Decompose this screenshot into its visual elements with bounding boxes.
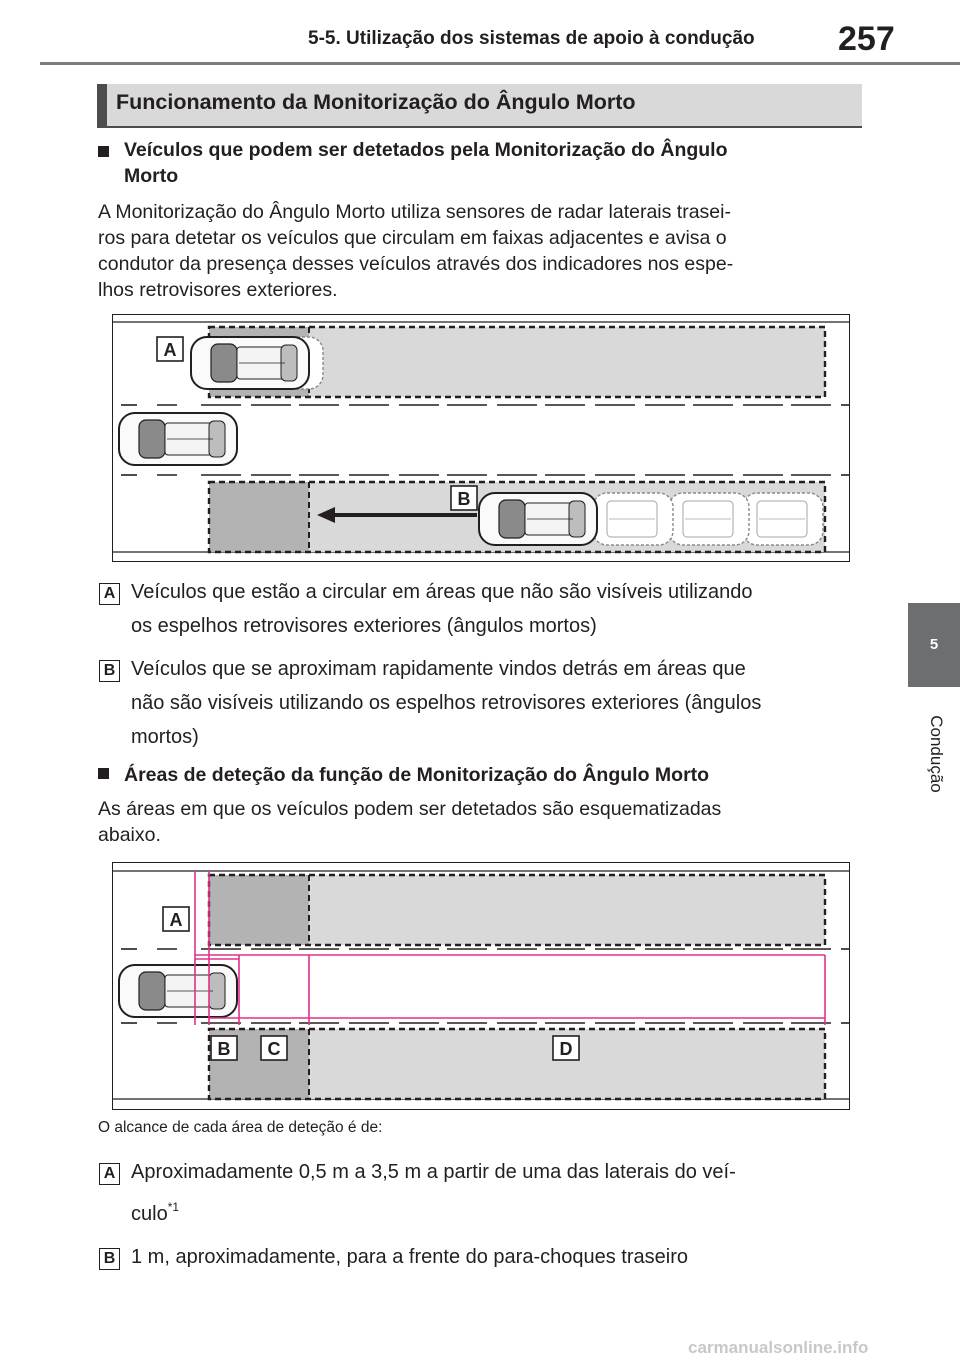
subheading-vehicles-detected: Veículos que podem ser detetados pela Mo…	[124, 139, 728, 187]
legend-badge-b: B	[99, 660, 120, 682]
bullet-square-icon	[98, 768, 109, 779]
page-number: 257	[838, 20, 895, 58]
legend1-item-b: Veículos que se aproximam rapidamente vi…	[131, 658, 762, 748]
bullet-square-icon	[98, 146, 109, 157]
figure2-label-b: B	[218, 1039, 231, 1059]
figure1-diagram: A B	[113, 321, 849, 554]
footer-watermark: carmanualsonline.info	[688, 1338, 869, 1357]
paragraph-intro: A Monitorização do Ângulo Morto utiliza …	[98, 201, 734, 301]
header-section-title: 5-5. Utilização dos sistemas de apoio à …	[308, 28, 755, 49]
ghost-car-icon	[592, 492, 674, 546]
legend-badge-a: A	[99, 1163, 120, 1185]
figure2-label-c: C	[268, 1039, 281, 1059]
legend-badge-a: A	[99, 583, 120, 605]
subheading-detection-areas: Áreas de deteção da função de Monitoriza…	[124, 764, 710, 786]
legend-badge-b: B	[99, 1248, 120, 1270]
chapter-label: Condução	[927, 715, 946, 793]
section-heading-bar	[97, 84, 862, 128]
figure2-diagram: A B C D	[113, 870, 849, 1101]
figure1-label-a: A	[164, 340, 177, 360]
section-heading: Funcionamento da Monitorização do Ângulo…	[116, 90, 636, 114]
legend2-item-b: 1 m, aproximadamente, para a frente do p…	[131, 1246, 688, 1268]
approaching-car-icon	[478, 492, 598, 546]
legend1-item-a: Veículos que estão a circular em áreas q…	[131, 581, 753, 637]
own-car-icon	[118, 964, 238, 1018]
footnote-marker: *1	[167, 1200, 180, 1214]
figure2-label-a: A	[170, 910, 183, 930]
figure2-label-d: D	[560, 1039, 573, 1059]
range-intro: O alcance de cada área de deteção é de:	[98, 1119, 383, 1136]
ghost-car-icon	[742, 492, 824, 546]
legend2-item-a: Aproximadamente 0,5 m a 3,5 m a partir d…	[131, 1161, 736, 1225]
figure-vehicles-detected: A B	[112, 314, 850, 562]
paragraph-areas: As áreas em que os veículos podem ser de…	[98, 798, 722, 846]
figure-detection-areas: A B C D	[112, 862, 850, 1110]
header-divider	[40, 62, 960, 65]
own-car-icon	[118, 412, 238, 466]
arrow-left-icon	[317, 507, 335, 523]
chapter-tab: 5	[908, 603, 960, 687]
figure1-label-b: B	[458, 489, 471, 509]
car-icon	[190, 336, 310, 390]
ghost-car-icon	[668, 492, 750, 546]
